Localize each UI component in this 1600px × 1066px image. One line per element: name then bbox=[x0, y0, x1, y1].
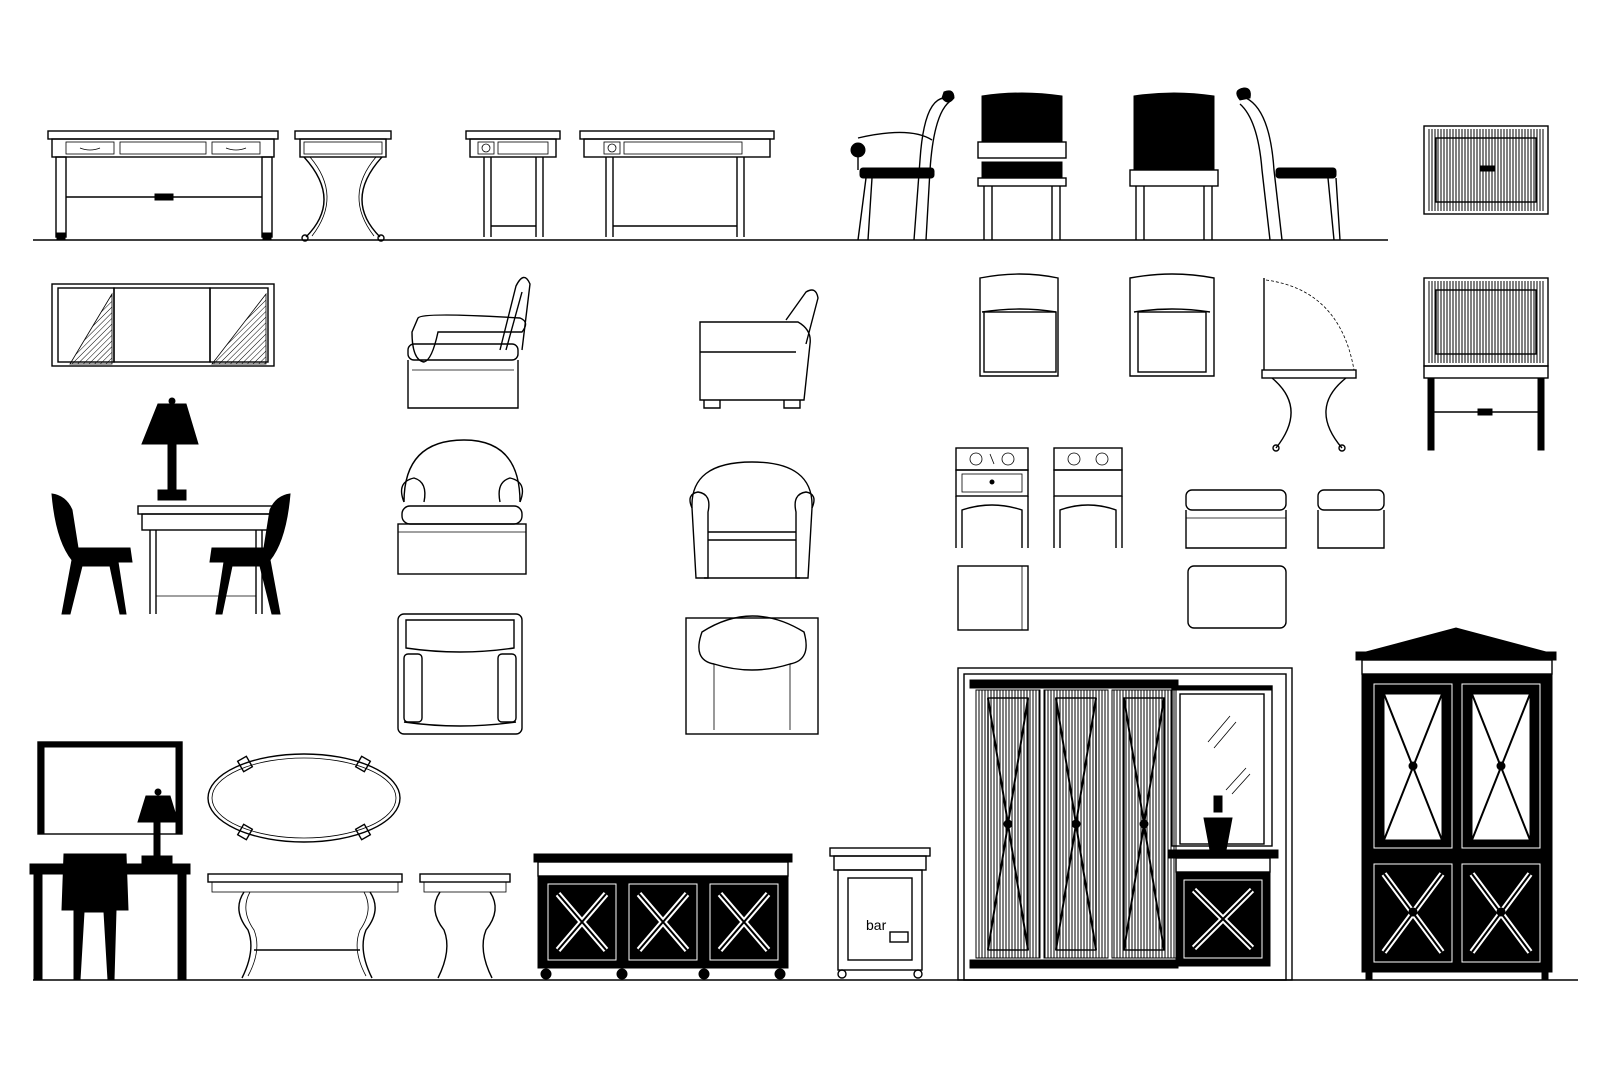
dining-chair-front-1 bbox=[977, 92, 1067, 240]
console-table-small bbox=[465, 130, 561, 237]
x-side-table bbox=[294, 130, 392, 242]
folding-mirror bbox=[51, 283, 275, 367]
chair-side-right bbox=[1236, 87, 1341, 241]
bar-label: bar bbox=[866, 917, 887, 933]
nightstand-1 bbox=[955, 447, 1029, 548]
coffee-table-elevation bbox=[207, 873, 403, 979]
ottoman-small bbox=[1317, 489, 1385, 549]
armoire bbox=[1355, 627, 1557, 981]
dining-chair-front-2 bbox=[1129, 92, 1219, 240]
skirted-lounge-chair-front bbox=[397, 439, 527, 575]
club-chair-side bbox=[699, 289, 819, 409]
console-table-long bbox=[579, 130, 775, 237]
chair-plan-1 bbox=[979, 273, 1059, 377]
lounge-chair-plan bbox=[397, 613, 523, 735]
sideboard bbox=[533, 853, 793, 980]
oval-coffee-table-plan bbox=[207, 753, 401, 843]
side-table-elevation bbox=[419, 873, 511, 979]
nightstand-plan bbox=[957, 565, 1029, 631]
framed-mirror-small bbox=[1423, 125, 1549, 215]
tub-chair-plan bbox=[685, 615, 819, 735]
writing-desk-with-mirror bbox=[29, 741, 191, 981]
armchair-side-left bbox=[850, 90, 955, 241]
nightstand-2 bbox=[1053, 447, 1123, 548]
chair-plan-2 bbox=[1129, 273, 1215, 377]
ottoman-large bbox=[1185, 489, 1287, 549]
desk-elevation bbox=[47, 130, 279, 240]
lounge-chair-side-1 bbox=[407, 276, 531, 409]
x-table-with-door-swing bbox=[1261, 278, 1357, 452]
wardrobe-wall-with-bar bbox=[957, 667, 1293, 981]
ottoman-plan bbox=[1187, 565, 1287, 629]
bar-cabinet: bar bbox=[829, 847, 931, 979]
tub-chair-front bbox=[689, 461, 815, 579]
mirror-on-stand bbox=[1423, 277, 1549, 451]
desk-with-lamp-and-chairs bbox=[51, 397, 291, 615]
